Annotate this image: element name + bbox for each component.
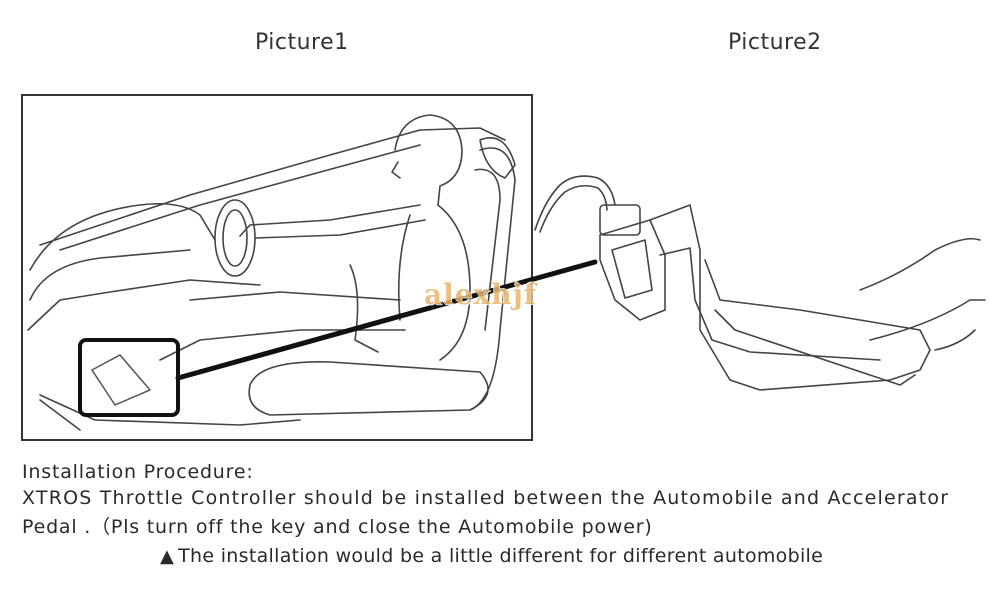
watermark: alexhjf: [424, 278, 537, 311]
connector-line: [175, 259, 598, 381]
warning-triangle-icon: ▲: [160, 546, 175, 567]
warning-text: The installation would be a little diffe…: [178, 545, 824, 567]
picture2-caption: Picture2: [728, 30, 822, 55]
accelerator-pedal-drawing: [534, 175, 986, 391]
pedal-highlight-box: [78, 338, 180, 417]
procedure-line-2: Pedal .（Pls turn off the key and close t…: [22, 516, 653, 538]
picture1-frame: [21, 94, 533, 441]
procedure-title: Installation Procedure:: [22, 461, 254, 483]
procedure-line-1: XTROS Throttle Controller should be inst…: [22, 487, 950, 509]
picture1-caption: Picture1: [255, 30, 349, 55]
warning-note: ▲The installation would be a little diff…: [160, 545, 823, 567]
